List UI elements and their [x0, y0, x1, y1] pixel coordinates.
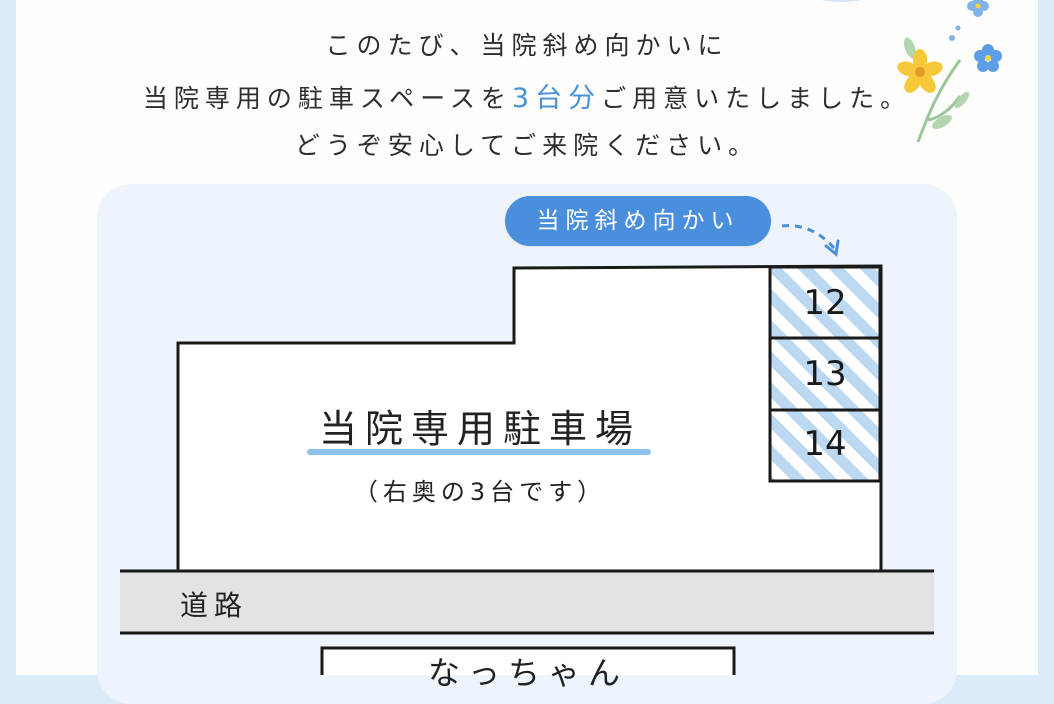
slot-number-13: 13: [803, 354, 847, 394]
callout-arrow-head: [824, 239, 840, 257]
intro-line-2-before: 当院専用の駐車スペースを: [142, 84, 512, 113]
slot-number-14: 14: [803, 424, 847, 464]
parking-slot-13: [768, 336, 882, 412]
road: [120, 571, 934, 633]
decorative-blob: [806, 0, 876, 2]
parking-map: [120, 224, 934, 675]
parking-slot-12: [768, 265, 882, 340]
intro-line-2: 当院専用の駐車スペースを3台分ご用意いたしました。: [0, 76, 1054, 115]
intro-line-1: このたび、当院斜め向かいに: [325, 31, 729, 60]
callout-arrow: [781, 224, 836, 249]
intro-line-2-after: ご用意いたしました。: [601, 84, 912, 113]
road-label: 道路: [180, 589, 249, 622]
shop-name: なっちゃん: [427, 654, 628, 692]
lot-title-underline: [307, 449, 651, 455]
intro-line-3: どうぞ安心してご来院ください。: [294, 131, 760, 160]
parking-slot-14: [768, 408, 882, 483]
lot-subtitle: （右奥の3台です）: [353, 478, 607, 506]
lot-title: 当院専用駐車場: [318, 407, 641, 451]
intro-highlight-count: 3台分: [511, 83, 602, 114]
slot-number-12: 12: [803, 283, 847, 323]
flower-illustration: [897, 0, 1002, 143]
callout-pill: 当院斜め向かい: [505, 196, 771, 246]
shop-building: [320, 646, 736, 675]
